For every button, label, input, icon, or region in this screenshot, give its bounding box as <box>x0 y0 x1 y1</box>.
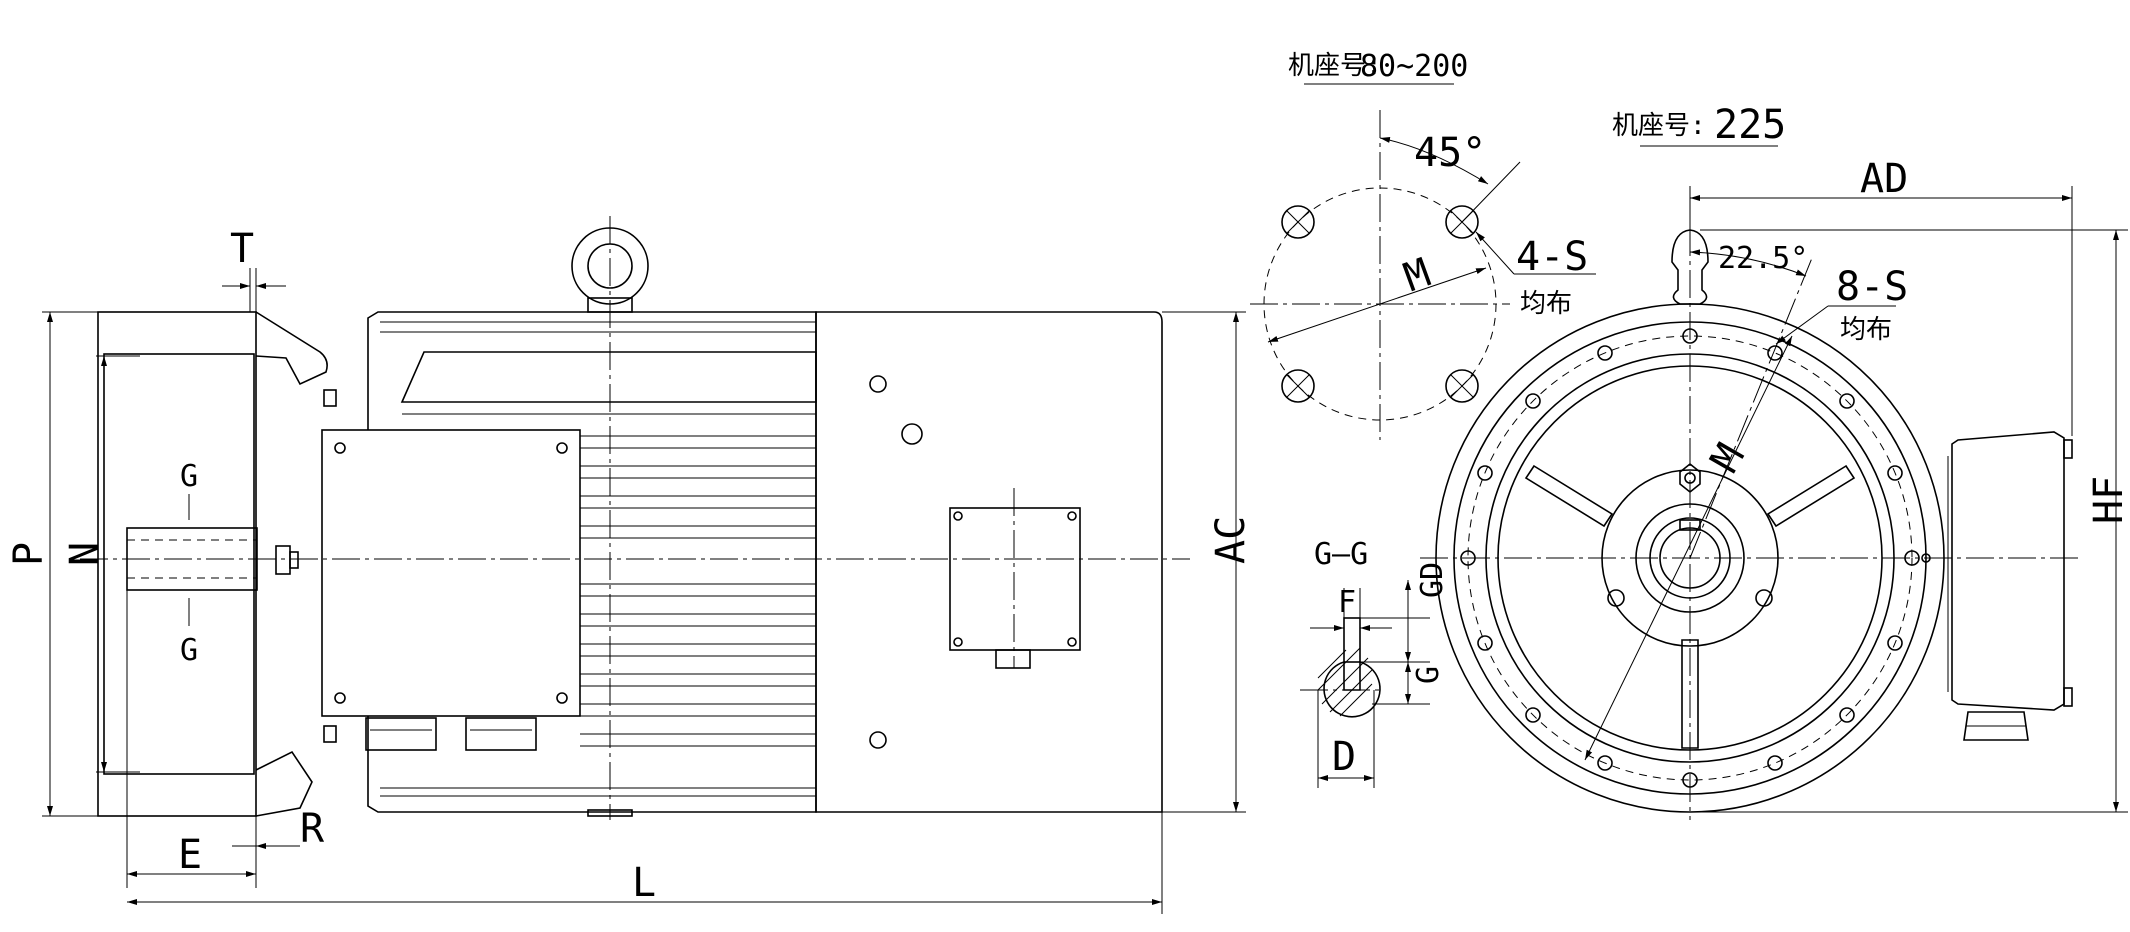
top-slot <box>400 351 817 403</box>
end-view-HF: HF <box>2086 476 2130 524</box>
flange-holes <box>1281 205 1479 403</box>
flange-80-200-uniform: 均布 <box>1520 289 1572 319</box>
flange-80-200-title-value: 80~200 <box>1360 49 1468 84</box>
end-view-AD: AD <box>1860 156 1908 202</box>
flange-80-200-title-label: 机座号: <box>1288 51 1382 81</box>
dim-label-G-bottom: G <box>180 633 198 668</box>
shaft-section-gg: G—G F GD G D <box>1300 537 1450 788</box>
section-D: D <box>1332 734 1356 780</box>
cooling-fins <box>580 435 816 747</box>
flange-plate <box>97 311 257 817</box>
end-view-terminal-box <box>1951 431 2065 711</box>
section-F: F <box>1338 585 1356 620</box>
terminal-box <box>321 429 581 717</box>
section-title: G—G <box>1314 537 1368 572</box>
dim-label-E: E <box>178 832 202 878</box>
side-view: T P N G G E R L AC <box>6 216 1254 914</box>
flange-80-200-M: M <box>1398 250 1436 301</box>
end-view-angle: 22.5° <box>1718 241 1808 276</box>
dim-label-R: R <box>300 806 325 852</box>
flange-80-200-angle: 45° <box>1414 130 1486 176</box>
dim-label-AC: AC <box>1208 516 1254 564</box>
flange-web <box>255 311 328 817</box>
flange-80-200-holes: 4-S <box>1516 234 1588 280</box>
flange-bolt <box>275 545 291 575</box>
end-view-225-title-value: 225 <box>1714 102 1786 148</box>
end-view-eye-bolt <box>1671 229 1709 305</box>
end-view-225: 机座号: 225 <box>1420 102 2130 820</box>
dim-label-G-top: G <box>180 459 198 494</box>
fan-cowl <box>815 311 1163 813</box>
dim-label-T: T <box>230 226 254 272</box>
end-view-M: M <box>1702 436 1754 480</box>
end-view-holes: 8-S <box>1836 264 1908 310</box>
dim-label-N: N <box>62 542 108 566</box>
shaft-section-hatched <box>1323 660 1381 718</box>
end-view-uniform: 均布 <box>1840 315 1892 345</box>
nameplate <box>949 507 1081 651</box>
cable-glands <box>365 717 537 751</box>
flange-80-200-view: 机座号: 80~200 45° M 4-S 均布 <box>1250 49 1596 440</box>
section-GD: GD <box>1415 562 1450 598</box>
dim-label-P: P <box>6 542 52 566</box>
section-G: G <box>1411 666 1446 684</box>
end-view-225-title-label: 机座号: <box>1612 111 1706 141</box>
dim-label-L: L <box>632 860 656 906</box>
